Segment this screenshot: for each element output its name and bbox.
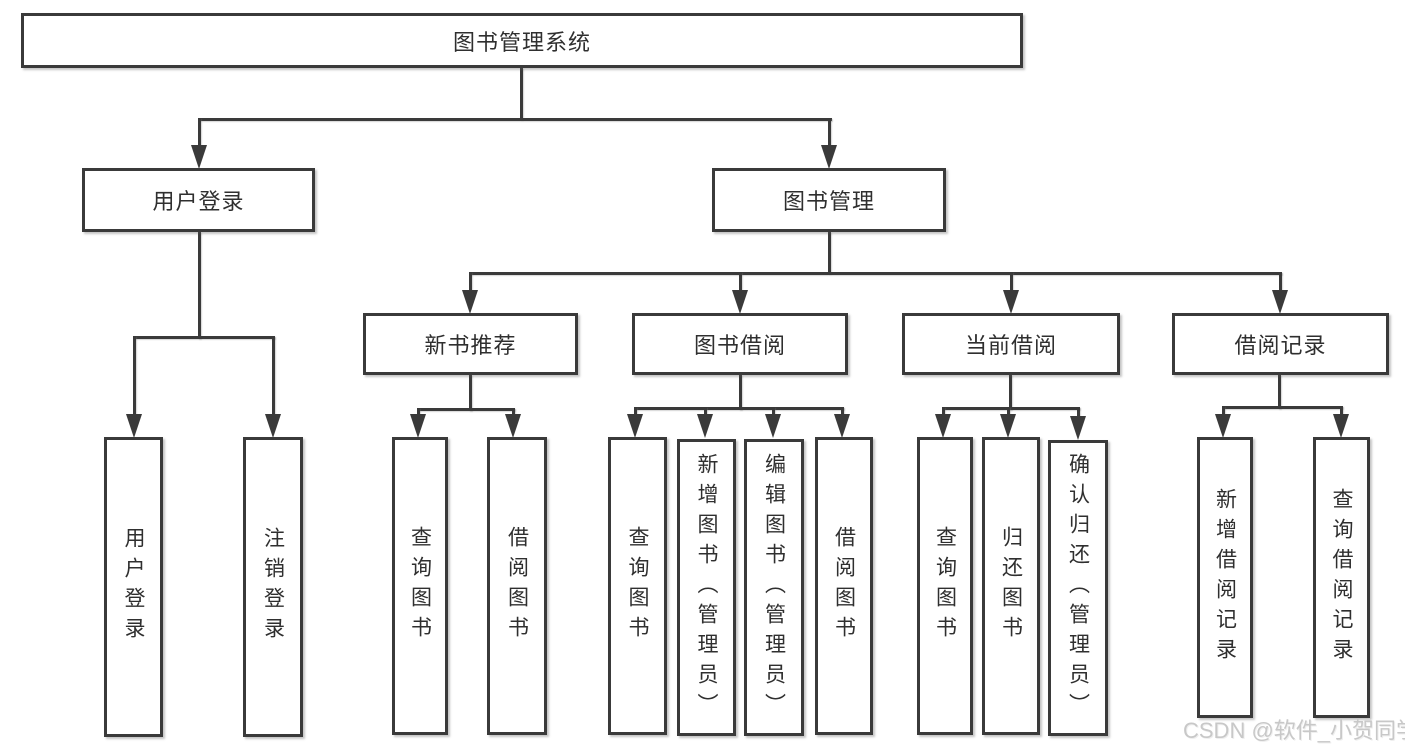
leaf-edit-book-admin-label: 编辑图书（管理员） [762, 452, 786, 723]
leaf-logout: 注销登录 [243, 437, 303, 737]
leaf-query-book-recommend-label: 查询图书 [408, 526, 432, 646]
leaf-query-book-borrow: 查询图书 [608, 437, 667, 735]
connector-stem [739, 272, 742, 294]
connector-level3-branch [469, 272, 1282, 275]
node-book-management-label: 图书管理 [782, 189, 875, 214]
node-new-book-recommend-label: 新书推荐 [424, 333, 517, 358]
connector-stem [704, 407, 707, 417]
arrowhead [1000, 414, 1016, 438]
node-book-borrow-label: 图书借阅 [693, 333, 786, 358]
leaf-return-book: 归还图书 [982, 437, 1040, 735]
connector-bookborrow-trunk [739, 375, 742, 410]
leaf-return-book-label: 归还图书 [999, 526, 1023, 646]
connector-stem [512, 408, 515, 418]
arrowhead [821, 145, 837, 169]
node-root: 图书管理系统 [21, 13, 1023, 68]
leaf-logout-label: 注销登录 [261, 527, 285, 647]
connector-userlogin-branch [133, 336, 275, 339]
arrowhead [765, 414, 781, 438]
leaf-add-book-admin: 新增图书（管理员） [677, 439, 736, 736]
connector-stem [469, 272, 472, 294]
node-current-borrow: 当前借阅 [902, 313, 1120, 375]
leaf-query-borrow-record-label: 查询借阅记录 [1330, 487, 1354, 668]
connector-level2-branch [198, 118, 832, 121]
leaf-borrow-book-recommend-label: 借阅图书 [505, 526, 529, 646]
arrowhead [627, 414, 643, 438]
arrowhead [505, 414, 521, 438]
csdn-watermark: CSDN @软件_小贺同学 [1183, 718, 1405, 743]
arrowhead [1070, 416, 1086, 440]
connector-stem [634, 407, 637, 417]
node-book-management: 图书管理 [712, 168, 946, 232]
connector-currentborrow-trunk [1009, 375, 1012, 410]
connector-borrowrecords-trunk [1278, 375, 1281, 409]
connector-stem [1279, 272, 1282, 294]
connector-newbookrec-trunk [469, 375, 472, 411]
node-user-login: 用户登录 [82, 168, 315, 232]
node-book-borrow: 图书借阅 [632, 313, 848, 375]
node-new-book-recommend: 新书推荐 [363, 313, 578, 375]
leaf-user-login: 用户登录 [104, 437, 163, 737]
arrowhead [410, 414, 426, 438]
connector-bookmgmt-trunk [828, 232, 831, 274]
connector-stem [841, 407, 844, 417]
connector-root-trunk [520, 68, 523, 120]
arrowhead [935, 414, 951, 438]
connector-stem [1077, 407, 1080, 417]
node-root-label: 图书管理系统 [452, 29, 591, 55]
arrowhead [1272, 290, 1288, 314]
arrowhead [462, 290, 478, 314]
connector-stem [1222, 406, 1225, 417]
node-user-login-label: 用户登录 [152, 189, 245, 214]
arrowhead [1003, 290, 1019, 314]
leaf-query-book-current-label: 查询图书 [933, 526, 957, 646]
arrowhead [1333, 414, 1349, 438]
leaf-borrow-book-label: 借阅图书 [832, 526, 856, 646]
arrowhead [1215, 414, 1231, 438]
connector-stem [1007, 407, 1010, 417]
connector-newbookrec-branch [417, 408, 515, 411]
leaf-confirm-return-admin: 确认归还（管理员） [1048, 440, 1108, 736]
connector-stem [272, 336, 275, 418]
arrowhead [191, 145, 207, 169]
leaf-query-book-recommend: 查询图书 [392, 437, 448, 735]
connector-stem [828, 118, 831, 148]
connector-borrowrecords-branch [1222, 406, 1343, 409]
connector-stem [772, 407, 775, 417]
leaf-confirm-return-admin-label: 确认归还（管理员） [1066, 453, 1090, 723]
arrowhead [834, 414, 850, 438]
leaf-borrow-book: 借阅图书 [815, 437, 873, 735]
connector-stem [417, 408, 420, 418]
arrowhead [732, 290, 748, 314]
leaf-edit-book-admin: 编辑图书（管理员） [744, 439, 804, 736]
connector-bookborrow-branch [634, 407, 844, 410]
connector-stem [1010, 272, 1013, 294]
leaf-user-login-label: 用户登录 [122, 527, 146, 647]
arrowhead [697, 414, 713, 438]
connector-currentborrow-branch [942, 407, 1080, 410]
node-current-borrow-label: 当前借阅 [964, 333, 1057, 358]
leaf-add-book-admin-label: 新增图书（管理员） [695, 452, 719, 723]
connector-stem [942, 407, 945, 417]
leaf-query-book-current: 查询图书 [917, 437, 973, 735]
connector-stem [133, 336, 136, 418]
connector-userlogin-trunk [198, 232, 201, 339]
leaf-query-borrow-record: 查询借阅记录 [1313, 437, 1370, 718]
arrowhead [126, 414, 142, 438]
leaf-borrow-book-recommend: 借阅图书 [487, 437, 547, 735]
leaf-query-book-borrow-label: 查询图书 [626, 526, 650, 646]
connector-stem [1340, 406, 1343, 417]
leaf-add-borrow-record: 新增借阅记录 [1197, 437, 1253, 718]
leaf-add-borrow-record-label: 新增借阅记录 [1213, 487, 1237, 668]
connector-stem [198, 118, 201, 148]
arrowhead [265, 414, 281, 438]
node-borrow-records-label: 借阅记录 [1234, 333, 1327, 358]
node-borrow-records: 借阅记录 [1172, 313, 1389, 375]
